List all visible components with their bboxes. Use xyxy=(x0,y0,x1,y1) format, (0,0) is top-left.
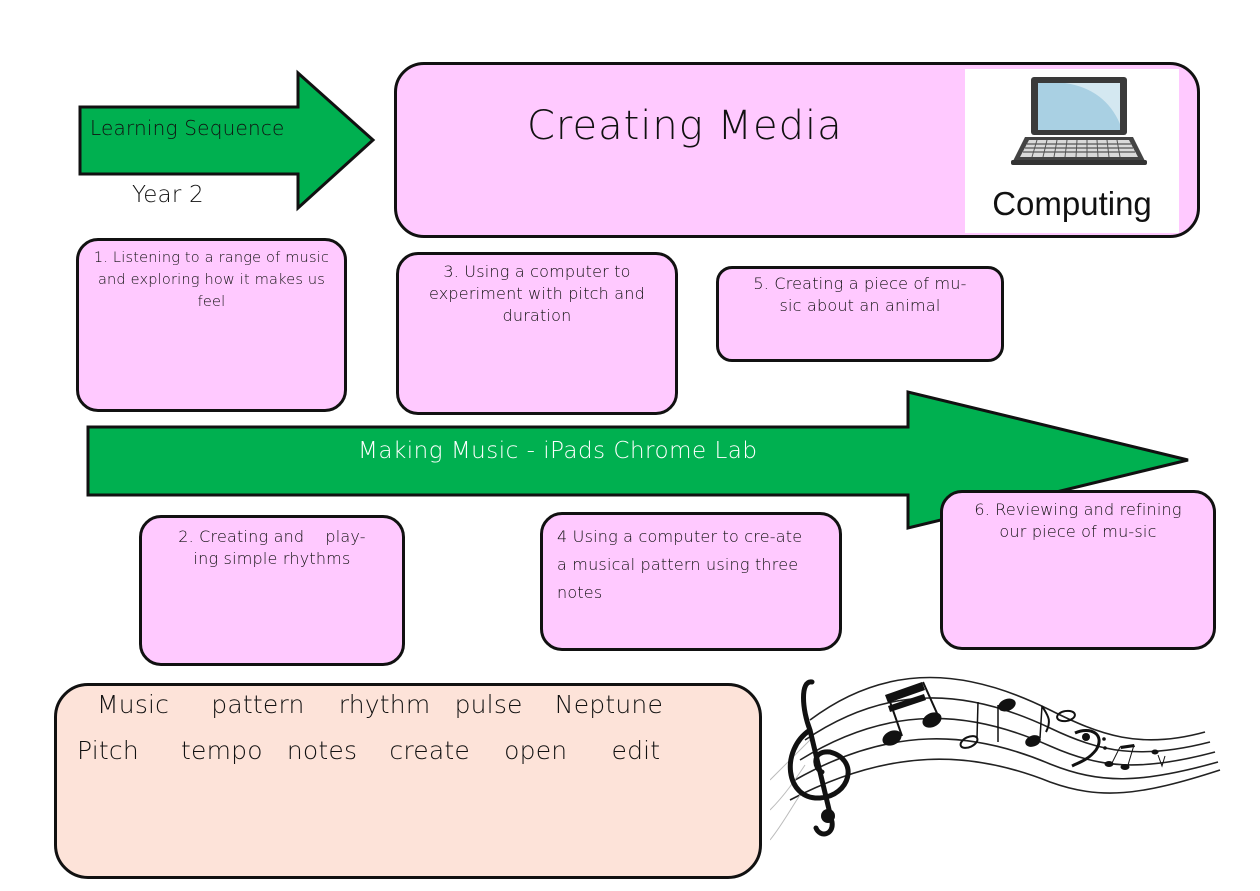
step-card-4[interactable]: 4 Using a computer to cre-ate a musical … xyxy=(540,512,842,651)
vocab-word: Neptune xyxy=(554,690,664,719)
step-5-label: 5. Creating a piece of mu-sic about an a… xyxy=(753,274,967,315)
vocab-word: notes xyxy=(286,736,358,765)
learning-sequence-arrow xyxy=(78,69,376,212)
vocab-row-2: Pitch tempo notes create open edit xyxy=(77,736,660,765)
subject-tile: Computing xyxy=(965,69,1179,233)
vocab-word: tempo xyxy=(181,736,263,765)
step-card-1[interactable]: 1. Listening to a range of music and exp… xyxy=(76,238,347,412)
step-3-label: 3. Using a computer to experiment with p… xyxy=(428,262,645,325)
vocab-word: Pitch xyxy=(77,736,139,765)
step-4-label: 4 Using a computer to cre-ate a musical … xyxy=(557,527,803,602)
unit-title: Making Music - iPads Chrome Lab xyxy=(358,438,758,464)
step-2-label: 2. Creating and play-ing simple rhythms xyxy=(178,527,366,568)
subject-label: Computing xyxy=(992,185,1152,222)
sequence-label: Learning Sequence xyxy=(90,116,285,140)
page-title: Creating Media xyxy=(527,103,843,149)
vocab-word: pattern xyxy=(211,690,305,719)
vocabulary-card: Music pattern rhythm pulse Neptune Pitch… xyxy=(54,683,762,879)
vocab-row-1: Music pattern rhythm pulse Neptune xyxy=(97,690,663,719)
laptop-icon xyxy=(1011,77,1147,165)
title-card: Creating Media Computing xyxy=(394,62,1200,238)
vocab-word: rhythm xyxy=(338,690,431,719)
step-card-3[interactable]: 3. Using a computer to experiment with p… xyxy=(396,252,678,415)
step-card-6[interactable]: 6. Reviewing and refining our piece of m… xyxy=(940,490,1216,650)
step-card-5[interactable]: 5. Creating a piece of mu-sic about an a… xyxy=(716,266,1004,362)
music-staff-notes-icon xyxy=(770,676,1221,841)
vocab-word: Music xyxy=(97,690,170,719)
vocab-word: pulse xyxy=(454,690,523,719)
step-6-label: 6. Reviewing and refining our piece of m… xyxy=(974,500,1182,541)
step-card-2[interactable]: 2. Creating and play-ing simple rhythms xyxy=(139,515,405,666)
vocab-word: create xyxy=(389,736,470,765)
vocab-word: open xyxy=(504,736,568,765)
year-label: Year 2 xyxy=(132,182,204,208)
step-1-label: 1. Listening to a range of music and exp… xyxy=(93,250,330,310)
vocab-word: edit xyxy=(611,736,661,765)
